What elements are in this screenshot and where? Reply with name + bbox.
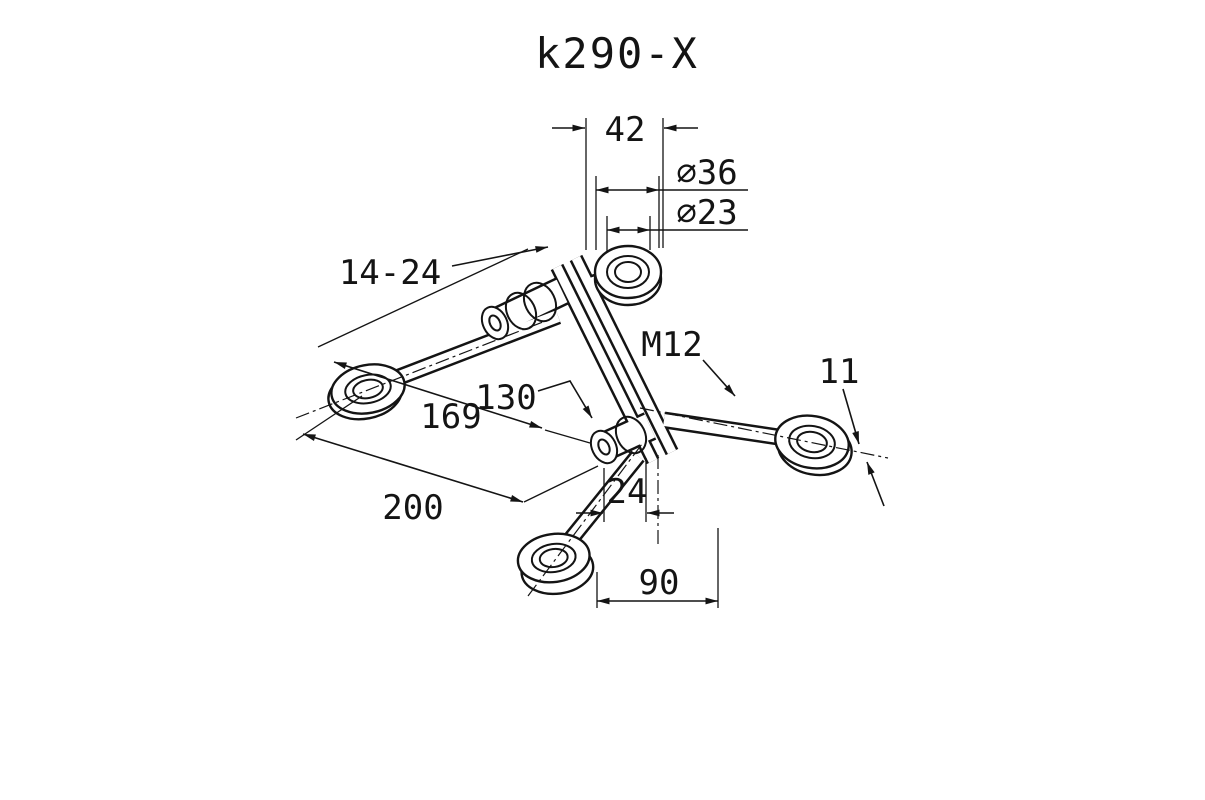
dim-length-130-label: 130: [475, 378, 536, 418]
dim-thread-label: M12: [641, 325, 702, 365]
right-ring: [774, 414, 853, 477]
drawing-title: k290-X: [535, 29, 699, 78]
central-boss-face: [589, 415, 648, 465]
upper-boss-face: [480, 281, 558, 341]
dim-boss-width-label: 24: [607, 472, 648, 512]
dim-length-200-label: 200: [382, 488, 443, 528]
dim-clamp-range-label: 14-24: [339, 253, 441, 293]
dim-length-169-label: 169: [420, 397, 481, 437]
bottom-ring: [516, 532, 595, 596]
left-ring: [327, 363, 406, 421]
spider-fitting: [327, 244, 853, 596]
dim-offset-90-label: 90: [639, 563, 680, 603]
dim-top-width-label: 42: [605, 110, 646, 150]
dim-ring-thickness-label: 11: [819, 352, 860, 392]
dim-outer-diameter-label: ⌀36: [676, 153, 737, 193]
dimension-lines: [302, 124, 885, 605]
dim-inner-diameter-label: ⌀23: [676, 193, 737, 233]
top-ring: [593, 244, 663, 307]
